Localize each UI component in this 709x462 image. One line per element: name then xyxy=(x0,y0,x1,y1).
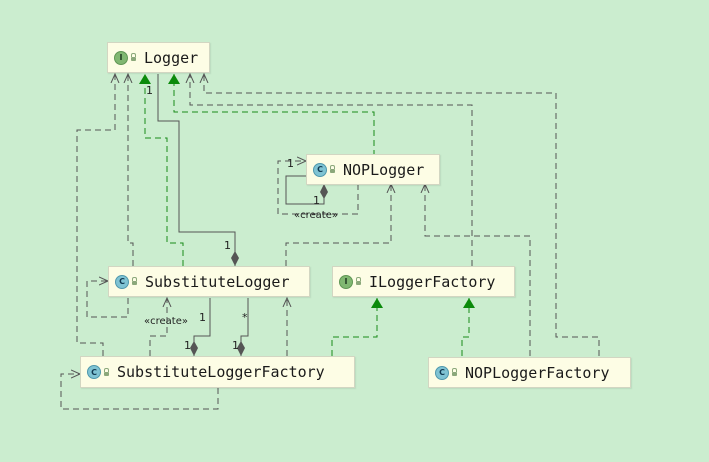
class-name: Logger xyxy=(144,48,199,67)
create-stereotype-label: «create» xyxy=(294,210,338,221)
edge-iloggerfactory-uses-logger xyxy=(190,74,473,266)
multiplicity-label: 1 xyxy=(146,84,153,97)
multiplicity-label: 1 xyxy=(184,339,191,352)
class-logger[interactable]: I Logger xyxy=(107,42,210,73)
class-icon: C xyxy=(313,162,327,177)
lock-icon xyxy=(330,165,335,173)
create-stereotype-label: «create» xyxy=(144,316,188,327)
edge-noplogger-self-create xyxy=(277,161,359,215)
interface-icon: I xyxy=(339,274,353,289)
lock-icon xyxy=(132,277,137,285)
class-icon: C xyxy=(87,365,101,379)
multiplicity-label: 1 xyxy=(224,239,231,252)
class-substitutelogger[interactable]: C SubstituteLogger xyxy=(108,266,310,297)
class-name: SubstituteLoggerFactory xyxy=(117,363,325,381)
edge-sublogfactory-creates-substitutelogger xyxy=(149,298,167,356)
class-name: NOPLoggerFactory xyxy=(465,363,610,382)
edge-substitutelogger-self-create xyxy=(86,281,129,318)
edge-noplogfactory-uses-noplogger xyxy=(425,184,531,356)
edge-noplogfactory-implements-iloggerfactory xyxy=(461,298,475,356)
edge-noplogger-self-composition xyxy=(285,175,328,205)
class-name: ILoggerFactory xyxy=(369,272,496,291)
lock-icon xyxy=(356,277,361,285)
class-name: NOPLogger xyxy=(343,160,425,179)
edge-substitutelogger-uses-noplogger xyxy=(285,184,391,266)
class-noploggerfactory[interactable]: C NOPLoggerFactory xyxy=(428,357,631,388)
edge-substitutelogger-uses-logger xyxy=(128,74,134,266)
edge-sublogfactory-self xyxy=(60,374,219,410)
multiplicity-label: 1 xyxy=(287,157,294,170)
class-name: SubstituteLogger xyxy=(145,272,290,291)
multiplicity-label: 1 xyxy=(313,194,320,207)
multiplicity-label: * xyxy=(242,311,248,324)
edge-sublogfactory-composes-substitutelogger-many xyxy=(237,298,249,356)
class-icon: C xyxy=(435,365,449,380)
edge-noplogfactory-uses-logger xyxy=(204,74,600,356)
class-iloggerfactory[interactable]: I ILoggerFactory xyxy=(332,266,515,297)
edge-substitutelogger-implements-logger xyxy=(139,74,184,266)
multiplicity-label: 1 xyxy=(232,339,239,352)
lock-icon xyxy=(452,368,457,376)
edge-sublogfactory-uses-logger xyxy=(76,74,115,356)
class-icon: C xyxy=(115,274,129,289)
interface-icon: I xyxy=(114,50,128,65)
dependency-edges xyxy=(60,74,600,410)
class-substituteloggerfactory[interactable]: C SubstituteLoggerFactory xyxy=(80,356,355,388)
edge-substitutelogger-composes-logger xyxy=(157,74,239,266)
edge-sublogfactory-composes-substitutelogger-one xyxy=(190,298,211,356)
edge-sublogfactory-implements-iloggerfactory xyxy=(331,298,383,356)
lock-icon xyxy=(131,53,136,61)
composition-edges xyxy=(157,74,328,356)
realization-edges xyxy=(139,74,475,356)
lock-icon xyxy=(104,367,109,376)
class-noplogger[interactable]: C NOPLogger xyxy=(306,154,440,185)
multiplicity-label: 1 xyxy=(199,311,206,324)
edge-noplogger-implements-logger xyxy=(168,74,375,156)
